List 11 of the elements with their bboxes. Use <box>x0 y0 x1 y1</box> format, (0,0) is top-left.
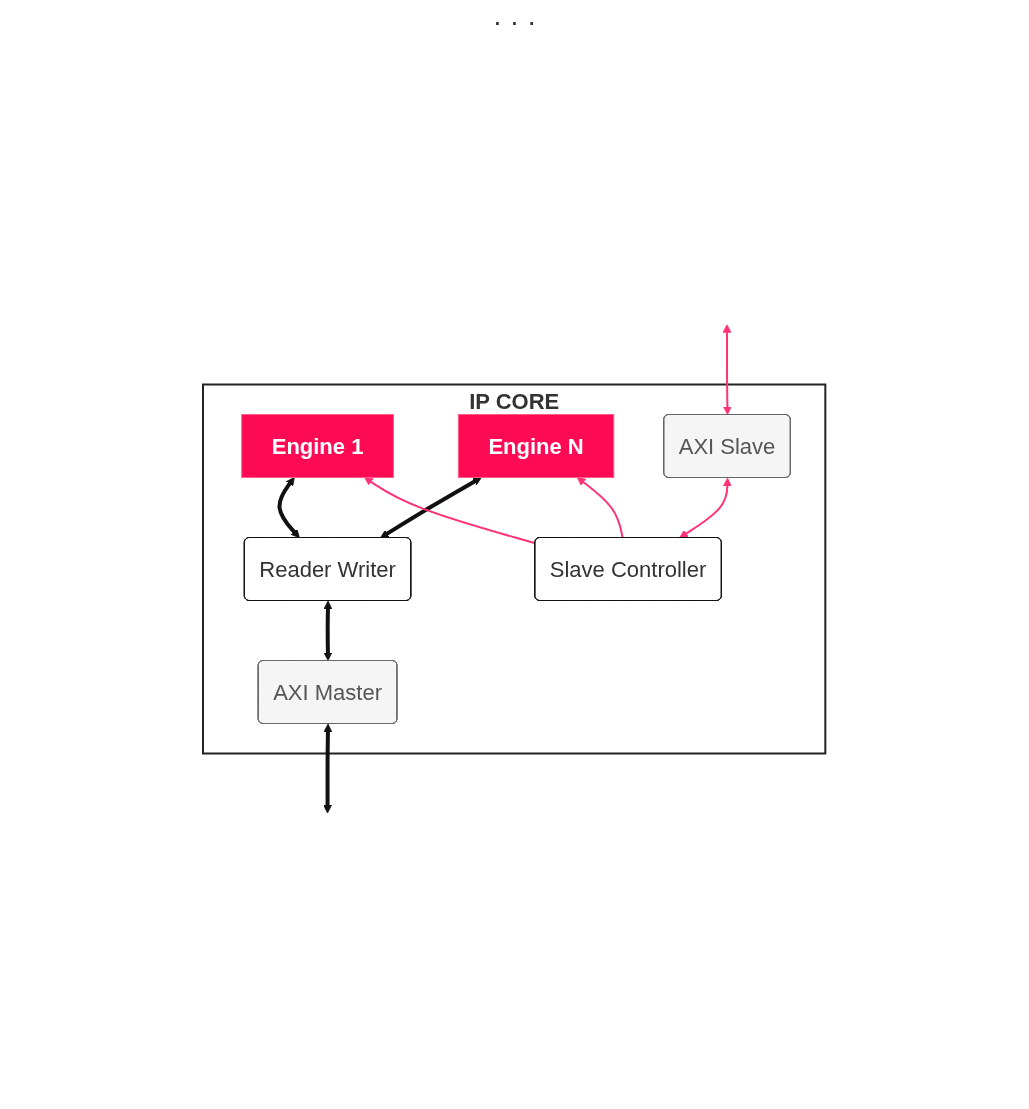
arrow <box>577 477 624 539</box>
arrow <box>277 477 301 539</box>
node-box: Engine 1 <box>241 414 395 478</box>
arrow <box>323 723 333 814</box>
arrow <box>679 477 733 539</box>
arrow <box>722 324 733 415</box>
arrow <box>380 477 483 539</box>
arrow <box>323 600 333 661</box>
ellipsis-text: · · · <box>492 6 537 37</box>
node-box: Engine N <box>458 414 615 478</box>
arrow <box>364 477 537 545</box>
